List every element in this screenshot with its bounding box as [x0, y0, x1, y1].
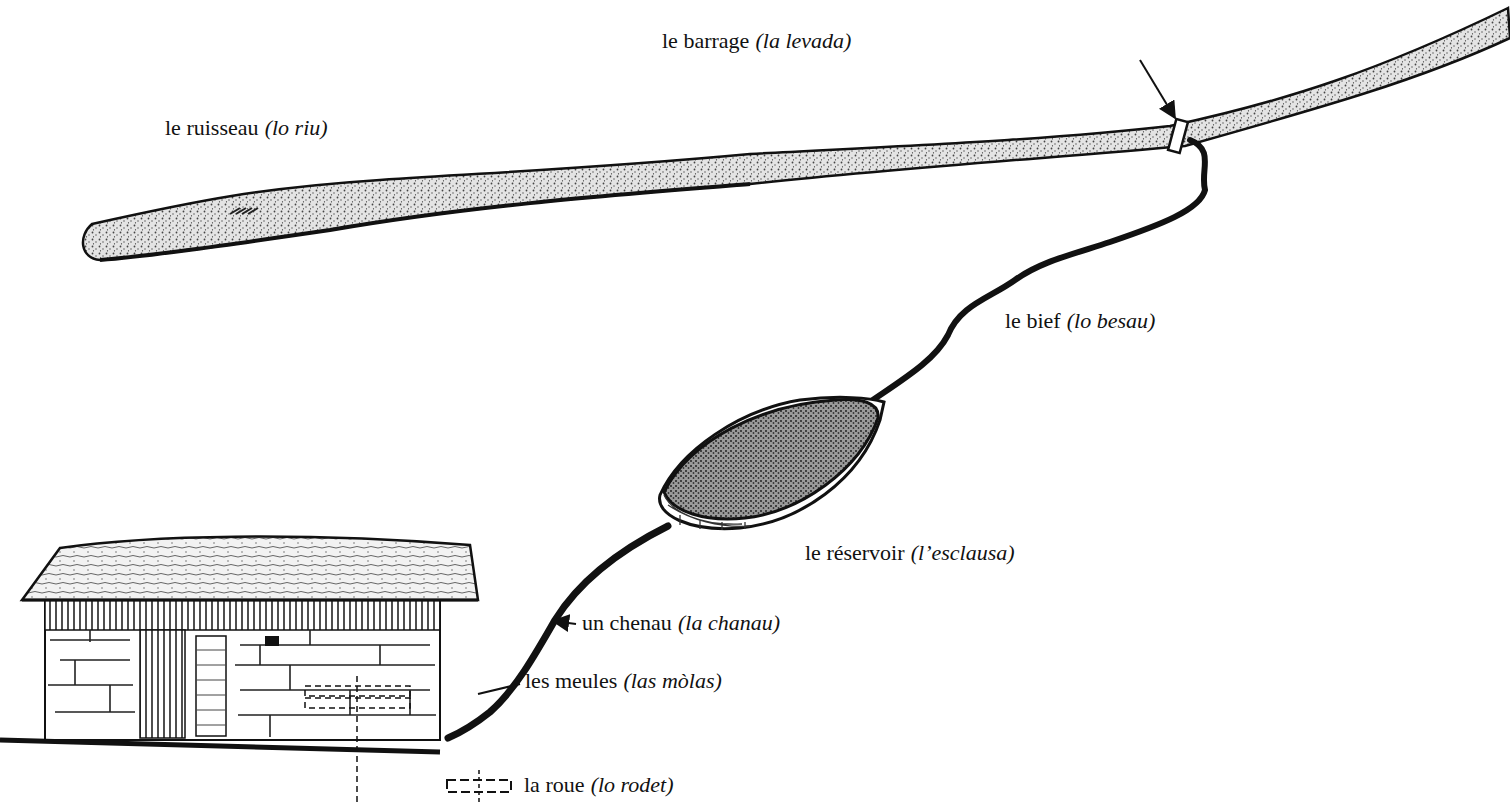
part-name: un chenau: [582, 610, 672, 635]
mill-house: [0, 537, 478, 805]
label-pair: la roue (lo rodet): [524, 772, 674, 798]
occitan-name: (lo besau): [1067, 308, 1156, 333]
label-pair: le bief(lo besau): [1005, 308, 1155, 334]
label-pair: le ruisseau (lo riu): [165, 115, 328, 141]
part-name: le réservoir: [805, 540, 905, 565]
reservoir: [660, 397, 884, 530]
stream: [83, 8, 1510, 260]
part-name: les meules: [525, 668, 617, 693]
label-pair: un chenau(la chanau): [582, 610, 780, 636]
wheel-symbol: [447, 770, 511, 803]
occitan-name: (la chanau): [678, 610, 780, 635]
occitan-name: (las mòlas): [623, 668, 721, 693]
occitan-name: (lo riu): [265, 115, 328, 140]
mill-race: [870, 140, 1205, 402]
part-name: la roue: [524, 772, 584, 797]
label-pair: les meules(las mòlas): [525, 668, 722, 694]
label-pair: le réservoir(l’esclausa): [805, 540, 1015, 566]
occitan-name: (lo rodet): [591, 772, 674, 797]
occitan-name: (la levada): [755, 28, 851, 53]
part-name: le bief: [1005, 308, 1061, 333]
dam: [1168, 119, 1188, 153]
occitan-name: (l’esclausa): [911, 540, 1015, 565]
part-name: le barrage: [662, 28, 749, 53]
label-pair: le barrage(la levada): [662, 28, 851, 54]
part-name: le ruisseau: [165, 115, 258, 140]
